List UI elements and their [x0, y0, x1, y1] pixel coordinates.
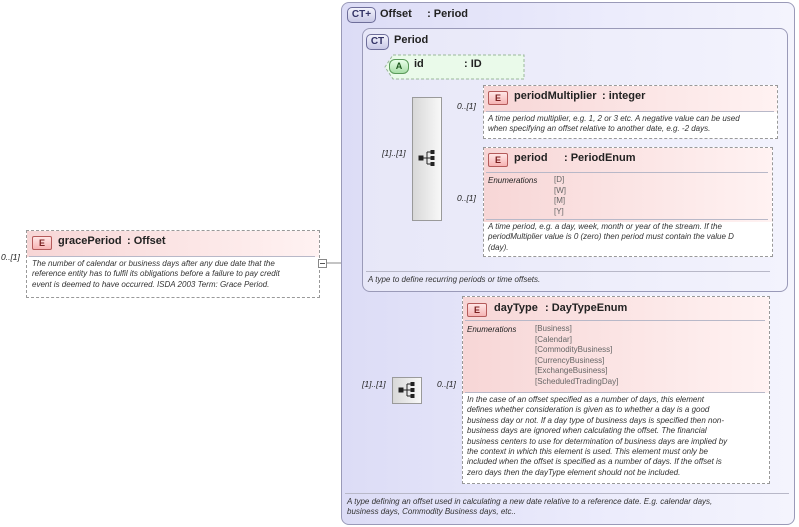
period-element[interactable] — [483, 147, 773, 257]
sequence-cardinality: [1]..[1] — [382, 148, 406, 158]
period-multiplier-doc: A time period multiplier, e.g. 1, 2 or 3… — [488, 114, 740, 135]
period-type-title: Period — [394, 34, 429, 46]
enum-value: [Calendar] — [535, 334, 572, 344]
enum-value: [CommodityBusiness] — [535, 345, 613, 355]
collapse-toggle[interactable] — [318, 259, 327, 268]
enum-value: [CurrencyBusiness] — [535, 355, 605, 365]
grace-period-type: : Offset — [127, 235, 166, 247]
period-type-doc: A type to define recurring periods or ti… — [368, 275, 541, 284]
enum-value: [Y] — [554, 206, 564, 216]
period-doc: A time period, e.g. a day, week, month o… — [488, 222, 734, 253]
element-separator — [465, 320, 765, 321]
element-icon: E — [467, 303, 487, 317]
doc-line: business day or not. If a day type of bu… — [467, 415, 725, 425]
element-header — [27, 231, 319, 257]
period-multiplier-cardinality: 0..[1] — [457, 101, 476, 111]
period-cardinality: 0..[1] — [457, 193, 476, 203]
minus-icon — [320, 263, 325, 264]
id-attribute-type: : ID — [464, 58, 482, 70]
enum-value: [W] — [554, 185, 566, 195]
period-type: : PeriodEnum — [564, 152, 636, 164]
offset-doc-line: A type defining an offset used in calcul… — [347, 497, 713, 506]
doc-line: the context in which this element is use… — [467, 447, 709, 457]
element-header — [484, 148, 772, 222]
day-type-enumerations: [Business] [Calendar] [CommodityBusiness… — [535, 324, 618, 388]
doc-line: periodMultiplier value is 0 (zero) then … — [488, 232, 734, 242]
offset-badge-label: CT — [351, 9, 366, 20]
grace-period-doc: The number of calendar or business days … — [32, 259, 280, 290]
period-multiplier-type: : integer — [602, 90, 646, 102]
enum-value: [ExchangeBusiness] — [535, 366, 608, 376]
element-header — [463, 297, 769, 393]
doc-line: zero days then the dayType element shoul… — [467, 467, 681, 477]
offset-title: Offset : Period — [380, 8, 468, 20]
enum-value: [D] — [554, 175, 565, 184]
doc-line: business days are ignored when calculati… — [467, 426, 707, 436]
element-separator — [29, 256, 315, 257]
element-icon: E — [488, 91, 508, 105]
element-separator — [486, 219, 768, 220]
day-type-cardinality: 0..[1] — [437, 379, 456, 389]
offset-name: Offset — [380, 8, 412, 20]
offset-type: : Period — [427, 8, 469, 20]
period-enumerations: [D] [W] [M] [Y] — [554, 175, 566, 217]
grace-period-cardinality: 0..[1] — [1, 252, 20, 262]
offset-doc-line: business days, Commodity Business days, … — [347, 507, 516, 517]
sequence-cardinality: [1]..[1] — [362, 379, 386, 389]
enum-value: [Business] — [535, 324, 572, 333]
day-type-element[interactable] — [462, 296, 770, 484]
doc-line: included when the offset is specified as… — [467, 457, 722, 467]
attribute-icon: A — [389, 59, 409, 74]
element-icon: E — [32, 236, 52, 250]
period-doc-separator — [366, 271, 770, 272]
period-name: period — [514, 152, 548, 164]
period-multiplier-name: periodMultiplier — [514, 90, 597, 102]
element-separator — [486, 111, 774, 112]
element-separator — [465, 392, 765, 393]
doc-line: The number of calendar or business days … — [32, 259, 275, 268]
doc-line: business centers to use for determinatio… — [467, 436, 728, 446]
offset-doc: A type defining an offset used in calcul… — [347, 497, 787, 518]
grace-period-name: gracePeriod — [58, 235, 122, 247]
doc-line: when specifying an offset relative to an… — [488, 124, 711, 134]
grace-period-element[interactable] — [26, 230, 320, 298]
enumerations-label: Enumerations — [467, 325, 517, 334]
period-multiplier-element[interactable] — [483, 85, 778, 139]
element-header — [484, 86, 777, 112]
complex-type-icon: CT — [366, 34, 389, 50]
doc-line: A time period, e.g. a day, week, month o… — [488, 222, 722, 231]
day-type-doc: In the case of an offset specified as a … — [467, 395, 727, 478]
enum-value: [M] — [554, 196, 566, 206]
doc-line: In the case of an offset specified as a … — [467, 395, 705, 404]
offset-doc-separator — [345, 493, 789, 494]
doc-line: event is deemed to have occurred. ISDA 2… — [32, 279, 270, 289]
day-type-type: : DayTypeEnum — [545, 302, 628, 314]
complex-type-icon: CT+ — [347, 7, 376, 23]
element-separator — [486, 172, 768, 173]
element-icon: E — [488, 153, 508, 167]
doc-line: (day). — [488, 242, 509, 252]
doc-line: A time period multiplier, e.g. 1, 2 or 3… — [488, 114, 740, 123]
enumerations-label: Enumerations — [488, 176, 538, 185]
doc-line: reference entity has to fulfil its oblig… — [32, 269, 280, 279]
id-attribute-name: id — [414, 58, 424, 70]
doc-line: defines whether consideration is given a… — [467, 405, 710, 415]
enum-value: [ScheduledTradingDay] — [535, 376, 619, 386]
day-type-name: dayType — [494, 302, 538, 314]
